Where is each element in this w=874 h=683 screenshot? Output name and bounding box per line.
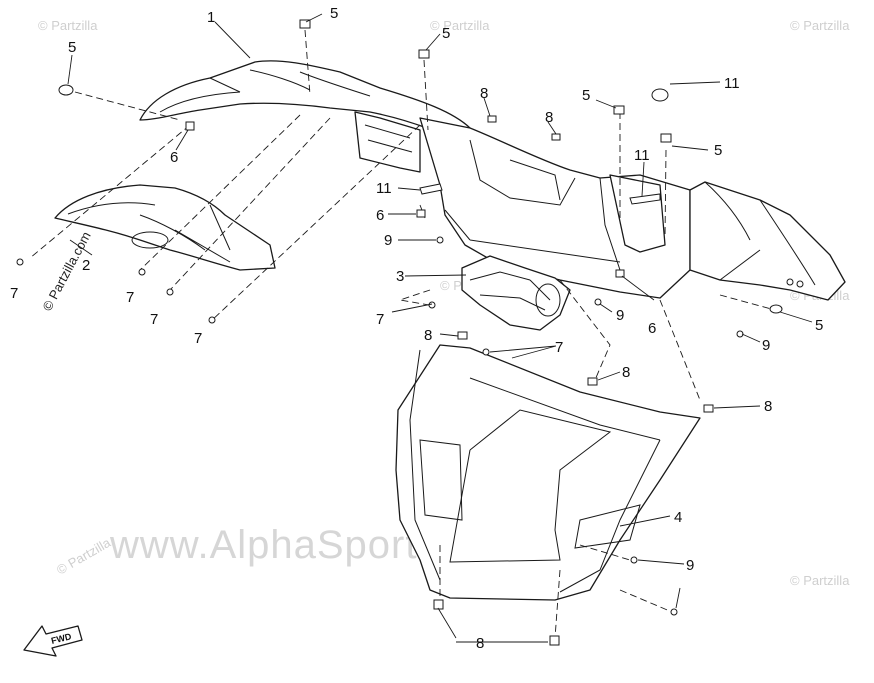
callout-11-a: 11: [376, 180, 392, 197]
screw-7-c: [166, 288, 174, 296]
clip-8-g: [549, 635, 560, 646]
bolt-5-e: [660, 133, 672, 143]
part-3-bracket: [461, 255, 571, 331]
nut-6-b: [416, 209, 426, 218]
bolt-5-c: [58, 84, 74, 96]
callout-8-f: 8: [476, 635, 484, 652]
clip-11-a: [419, 183, 443, 195]
part-center-body: [419, 117, 846, 301]
nut-6-c: [615, 269, 625, 278]
watermark-corner-6: © Partzilla: [54, 535, 114, 578]
bolt-5-d: [613, 105, 625, 115]
callout-7-e: 7: [376, 311, 384, 328]
clip-8-a: [487, 115, 497, 123]
callout-8-e: 8: [764, 398, 772, 415]
screw-7-a: [16, 258, 24, 266]
callout-5-a: 5: [330, 5, 338, 22]
clip-8-d: [587, 377, 598, 386]
screw-7-f: [482, 348, 490, 356]
watermark-corner-1: © Partzilla: [38, 18, 98, 33]
callout-9-b: 9: [616, 307, 624, 324]
callout-8-b: 8: [545, 109, 553, 126]
clip-8-f: [433, 599, 444, 610]
nut-6-a: [185, 121, 195, 131]
callout-5-f: 5: [815, 317, 823, 334]
callout-5-d: 5: [582, 87, 590, 104]
part-4-front-panel: [395, 344, 701, 601]
callout-7-a: 7: [10, 285, 18, 302]
callout-5-c: 5: [68, 39, 76, 56]
callout-7-d: 7: [194, 330, 202, 347]
clip-8-b: [551, 133, 561, 141]
callout-9-a: 9: [384, 232, 392, 249]
screw-9-b: [594, 298, 602, 306]
callout-6-c: 6: [648, 320, 656, 337]
screw-7-b: [138, 268, 146, 276]
leader-lines: [67, 13, 813, 643]
screw-9-a: [436, 236, 444, 244]
callout-5-b: 5: [442, 25, 450, 42]
watermark-corner-7: © Partzilla: [790, 573, 850, 588]
screw-7-e: [428, 301, 436, 309]
callout-8-d: 8: [622, 364, 630, 381]
callout-3: 3: [396, 268, 404, 285]
screw-9-d: [630, 556, 638, 564]
callout-4: 4: [674, 509, 682, 526]
callout-8-a: 8: [480, 85, 488, 102]
bolt-5-b: [418, 49, 430, 59]
grommet-10: [651, 88, 669, 102]
bolt-5-a: [299, 19, 311, 29]
callout-1: 1: [207, 9, 215, 26]
fwd-label: FWD: [50, 631, 73, 646]
clip-8-e: [703, 404, 714, 413]
clip-8-c: [457, 331, 468, 340]
watermark-corner-3: © Partzilla: [790, 18, 850, 33]
watermark-corner-2: © Partzilla: [430, 18, 490, 33]
callout-7-b: 7: [126, 289, 134, 306]
callout-6-a: 6: [170, 149, 178, 166]
callout-6-b: 6: [376, 207, 384, 224]
bolt-5-f: [769, 304, 783, 314]
callout-9-c: 9: [762, 337, 770, 354]
hardware: [16, 19, 783, 646]
screw-7-d: [208, 316, 216, 324]
callout-11-b: 11: [634, 147, 650, 164]
assembly-lines: [29, 29, 776, 639]
callouts: 1 2 3 4 5 5 5 5 5 5 6 6 6 7 7 7 7 7 7 8 …: [10, 5, 823, 652]
fwd-arrow-icon: FWD: [23, 625, 83, 657]
callout-5-e: 5: [714, 142, 722, 159]
part-1-rear-fender: [54, 60, 473, 271]
callout-9-d: 9: [686, 557, 694, 574]
callout-10: 11: [724, 75, 740, 92]
callout-8-c: 8: [424, 327, 432, 344]
callout-7-f: 7: [555, 339, 563, 356]
callout-2: 2: [82, 257, 90, 274]
callout-7-c: 7: [150, 311, 158, 328]
screw-9-e: [670, 608, 678, 616]
clip-11-b: [629, 193, 661, 205]
